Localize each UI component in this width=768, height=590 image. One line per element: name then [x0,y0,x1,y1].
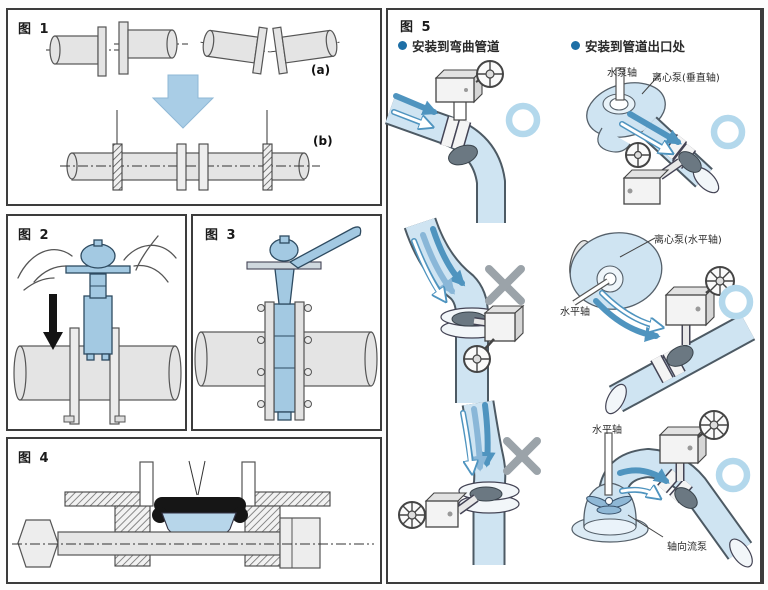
panel-fig3: 图 3 [191,214,382,431]
flange-plates [63,327,126,425]
fig3-title: 图 3 [205,228,238,243]
callout-horizontal-shaft-bottom: 水平轴 [592,425,622,436]
cross-icon [485,265,525,305]
valve-actuator [434,68,485,121]
leader-line [641,73,661,95]
handwheel-icon [699,410,729,440]
ok-circle-icon [715,457,751,493]
flow-arrow [480,402,496,468]
valve-disc-section [161,512,237,535]
fig2-title: 图 2 [18,228,51,243]
valve-disc [469,486,503,502]
valve-actuator [664,285,716,345]
flow-arrow [593,298,661,343]
leader-line [627,514,664,538]
misaligned-pipes [46,21,188,77]
hands [17,235,177,291]
legend-pipe-outlet-label: 安装到管道出口处 [585,39,686,54]
fig5-title: 图 5 [400,20,433,35]
axial-pump-bell [571,432,649,543]
bullet-dot-icon [398,41,407,50]
lever-handle [288,226,362,269]
fig5-row2-left [403,217,525,403]
ok-circle-icon [718,284,754,320]
panel-fig4: 图 4 [6,437,382,584]
valve-disc [448,144,478,166]
fig3-illustration [194,226,378,421]
flow-arrow [617,467,670,484]
ok-circle-icon [505,102,541,138]
fig5-row2-right [569,232,756,415]
valve-actuator [622,158,683,205]
callout-axial-flow-pump: 轴向流泵 [667,542,707,553]
legend-pipe-outlet: 安装到管道出口处 [571,36,685,55]
butterfly-valve [65,239,131,361]
fig1-label-b: (b) [313,134,333,148]
fig5-row3-left [398,400,541,565]
fig1-title: 图 1 [18,22,51,37]
fig1-illustration [46,21,340,191]
cross-icon [503,437,541,475]
aligned-pipe [60,110,320,191]
panel-fig5: 图 5 安装到弯曲管道 安装到管道出口处 水泵轴 离心泵(垂直轴) 离心泵(水平… [384,8,764,584]
fig5-row3-right [571,410,753,568]
panel-fig1: 图 1 (a) (b) [6,8,382,206]
handwheel-icon [398,501,426,529]
pump-shaft [573,279,609,305]
fig5-row1-right [586,67,746,205]
handwheel-icon [625,142,651,168]
fig2-illustration [13,235,182,425]
bullet-dot-icon [571,41,580,50]
callout-centrifugal-vertical: 离心泵(垂直轴) [652,73,720,84]
valve-disc [674,487,698,509]
installed-butterfly-valve [246,226,362,421]
propeller [586,495,632,515]
valve-actuator [473,304,525,351]
through-bolt [12,517,374,569]
down-arrow-icon [151,74,215,129]
flow-arrow [430,226,466,287]
centrifugal-pump-side-view [569,232,663,310]
fig1-label-a: (a) [311,63,331,77]
panel-fig2: 图 2 [6,214,187,431]
callout-centrifugal-horizontal: 离心泵(水平轴) [654,235,722,246]
pump-shaft [604,432,613,496]
pointer-lines [188,460,206,496]
callout-horizontal-shaft-mid: 水平轴 [560,307,590,318]
pump-shaft [615,67,625,101]
leader-line [619,237,656,258]
legend-curved-pipe-label: 安装到弯曲管道 [412,39,500,54]
flow-arrow [393,93,439,115]
valve-disc [666,345,694,367]
rubber-seal [152,497,248,523]
valve-actuator [419,492,479,528]
valve-disc [678,151,702,173]
callout-pump-shaft: 水泵轴 [607,68,637,79]
handwheel-icon [463,345,491,373]
angled-pipes [200,26,340,75]
insert-arrow-icon [43,294,63,350]
fig4-illustration [12,460,374,569]
handwheel-icon [476,60,504,88]
ok-circle-icon [710,114,746,150]
flow-arrow [627,111,683,145]
fig4-title: 图 4 [18,451,51,466]
fig5-row1-left [384,60,541,223]
legend-curved-pipe: 安装到弯曲管道 [398,36,500,55]
